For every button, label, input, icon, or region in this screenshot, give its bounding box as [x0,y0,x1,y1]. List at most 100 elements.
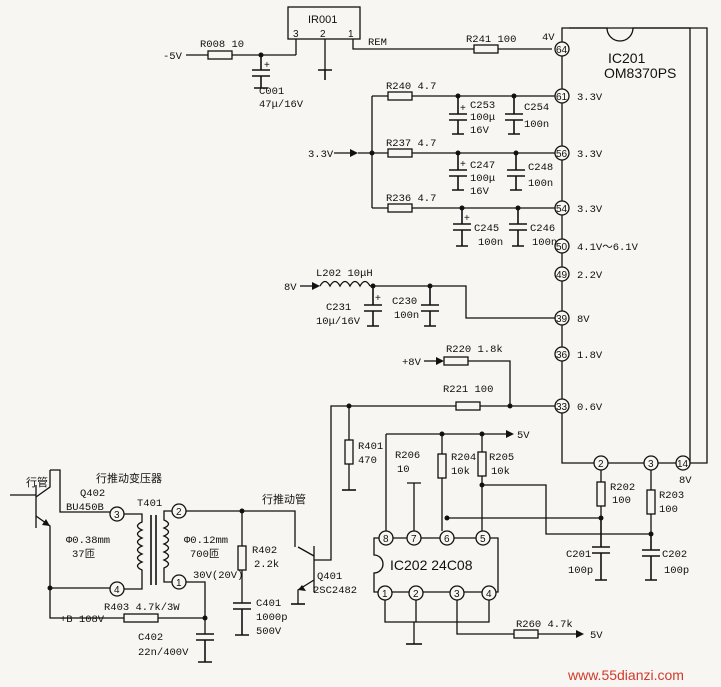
r221-resistor [455,401,481,411]
r260-label: R260 4.7k [516,619,573,631]
c247-name: C247 [470,160,495,172]
ic202-body [373,537,499,593]
svg-text:3: 3 [114,510,120,521]
svg-text:1: 1 [176,578,182,589]
svg-text:3: 3 [454,589,460,600]
r008-resistor [207,50,233,60]
q402-gnd-node [47,585,53,591]
ir001-pin3: 3 [293,29,299,40]
r221-wire [330,405,555,474]
r206-val: 10 [397,464,410,476]
v5-top-arrowhead [506,430,514,438]
c246-val: 100n [532,237,557,249]
c245-cap [453,208,471,247]
r236-label: R236 4.7 [386,193,436,205]
plus8v-label: +8V [402,357,422,369]
c246-name: C246 [530,223,555,235]
t401-primary [124,513,144,590]
svg-text:14: 14 [677,459,689,470]
svg-text:50: 50 [556,242,568,253]
r203-val: 100 [659,504,678,516]
r401-val: 470 [358,455,377,467]
r403-resistor [123,613,159,623]
pin64-volt: 4V [542,32,555,44]
c254-cap [505,96,523,135]
t401-pin-3: 3 [109,506,125,522]
svg-text:0.6V: 0.6V [577,402,603,414]
t401-core [150,515,157,585]
r205-resistor [477,451,487,477]
r204-resistor [437,453,447,479]
ic202-gnd-bus [384,600,490,644]
r221-node-b [507,403,513,409]
neg5v-label: -5V [163,51,183,63]
c402-cap [196,633,214,663]
svg-text:7: 7 [411,534,417,545]
svg-text:61: 61 [556,92,568,103]
ic201-pin-49: 49 2.2V [554,266,603,282]
l202-coil [319,280,371,288]
c001-name: C001 [259,86,284,98]
c402-name: C402 [138,632,163,644]
svg-text:56: 56 [556,149,568,160]
r202-name: R202 [610,482,635,494]
ic202-name: IC202 24C08 [390,557,473,573]
secondary-wire-turns: 700匝 [190,548,220,561]
q401-base [313,474,332,592]
r203-resistor [646,489,656,515]
svg-text:2: 2 [413,589,419,600]
r241-label: R241 100 [466,34,516,46]
c245-plus: + [464,213,470,224]
ic202-pin-4: 4 [481,585,497,601]
q401-emitter-arrow [298,585,306,591]
c253-volt: 16V [470,125,490,137]
ic201-pin-50: 50 4.1V～6.1V [554,238,639,254]
r402-val: 2.2k [254,559,279,571]
c248-cap [507,153,525,191]
v8-arrowhead [312,282,320,290]
ic201-pin-36: 36 1.8V [554,346,603,362]
ir001-body [287,6,361,40]
ic201-pin-14: 14 8V [675,455,692,487]
c201-val: 100p [568,565,593,577]
v8-label: 8V [284,282,297,294]
c001-cap [252,55,270,89]
q402-name: Q402 [80,488,105,500]
ic201-pin-64: 64 [554,41,570,57]
t401-pin-4: 4 [109,581,125,597]
c246-cap [509,208,527,247]
secondary-wire-dia: Φ0.12mm [184,535,228,547]
svg-text:8V: 8V [577,314,590,326]
q402-base [10,485,37,528]
c231-cap [364,286,382,327]
ic201-pin-33: 33 0.6V [554,398,603,414]
r204-val: 10k [451,466,470,478]
r237-label: R237 4.7 [386,138,436,150]
c247-volt: 16V [470,186,490,198]
c248-val: 100n [528,178,553,190]
ic201-pin-39: 39 8V [554,310,590,326]
ic202-pin-8: 8 [378,530,394,546]
ic201-pin-54: 54 3.3V [554,200,603,216]
driver-title: 行推动管 [262,492,306,506]
ic202-pin-1: 1 [377,585,393,601]
scl-line [447,470,602,519]
ic201-pin-56: 56 3.3V [554,145,603,161]
r240-label: R240 4.7 [386,81,436,93]
t401-pin-2: 2 [171,503,187,519]
c248-name: C248 [528,162,553,174]
ic202-pin-7: 7 [406,530,422,546]
svg-text:3.3V: 3.3V [577,149,603,161]
hout-title: 行管 [26,475,48,489]
q401-name: Q401 [317,571,342,583]
c230-val: 100n [394,310,419,322]
svg-text:64: 64 [556,45,568,56]
c247-plus: + [460,159,466,170]
c231-name: C231 [326,302,351,314]
c202-val: 100p [664,565,689,577]
svg-text:6: 6 [444,534,450,545]
t401-label: T401 [137,498,162,510]
c247-val: 100μ [470,173,495,185]
svg-text:2: 2 [598,459,604,470]
r237-resistor [387,148,413,158]
